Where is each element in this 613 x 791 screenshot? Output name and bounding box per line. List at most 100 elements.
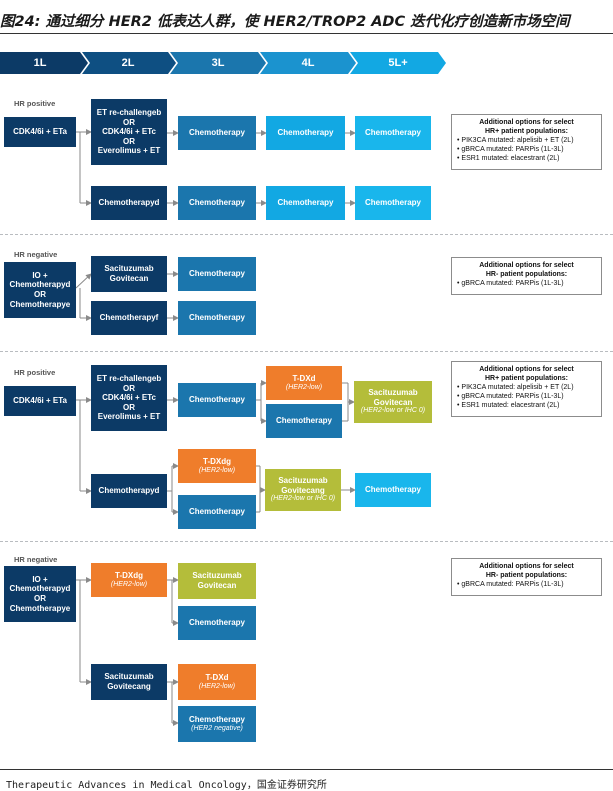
panel-separator bbox=[0, 351, 613, 352]
title-rule bbox=[0, 33, 613, 34]
p3-sg-sub: (HER2-low or IHC 0) bbox=[270, 495, 336, 503]
note-title: HR+ patient populations: bbox=[484, 375, 569, 383]
p2-chemo-text: Chemotherapy bbox=[188, 313, 245, 323]
p3-sg-g-line: Govitecang bbox=[281, 485, 325, 495]
p1-chemo-text: Chemotherapy bbox=[277, 128, 334, 138]
p3-cdk46-et: CDK4/6i + ETa bbox=[4, 386, 76, 416]
p3-sg-g-line: Sacituzumab bbox=[278, 476, 328, 486]
p4-chemo-text: Chemotherapy bbox=[188, 715, 245, 724]
note-line: • gBRCA mutated: PARPis (1L-3L) bbox=[457, 146, 564, 154]
p1-chemo-5l-b: Chemotherapy bbox=[355, 186, 431, 220]
p3-tdxd-text: T-DXd bbox=[292, 374, 316, 383]
p2-sg-line: Sacituzumab bbox=[104, 264, 154, 274]
p3-sg-line: Sacituzumab bbox=[368, 388, 418, 398]
p3-her2-low-text: (HER2-low) bbox=[285, 383, 323, 391]
p4-first-line: IO + bbox=[32, 574, 48, 584]
p3-tdxd-4l: T-DXd (HER2-low) bbox=[266, 366, 342, 400]
p1-chemo-text: Chemotherapy bbox=[188, 198, 245, 208]
p4-sg-g-line: Sacituzumab bbox=[104, 672, 154, 682]
p3-first-text: CDK4/6i + ETa bbox=[13, 396, 67, 406]
header-chevron-1l bbox=[0, 52, 88, 74]
p2-chemo-f-2l: Chemotherapyf bbox=[91, 301, 167, 335]
p2-chemo-text: Chemotherapy bbox=[188, 269, 245, 279]
p3-chemo-text: Chemotherapy bbox=[188, 507, 245, 517]
p4-tdxd-g-text: T-DXdg bbox=[115, 571, 143, 580]
header-chevron-4l bbox=[260, 52, 356, 74]
header-4l: 4L bbox=[301, 57, 315, 69]
p3-chemo-text: Chemotherapy bbox=[364, 485, 421, 495]
p4-sg-g-2l: Sacituzumab Govitecang bbox=[91, 664, 167, 700]
p1-chemo-3l-b: Chemotherapy bbox=[178, 186, 256, 220]
p1-et-line: OR bbox=[123, 117, 135, 127]
p1-cdk46-et: CDK4/6i + ETa bbox=[4, 117, 76, 147]
note-line: • PIK3CA mutated: alpelisib + ET (2L) bbox=[457, 384, 574, 392]
p2-additional-options-note: Additional options for select HR- patien… bbox=[451, 257, 602, 295]
hr-positive-label: HR positive bbox=[14, 99, 56, 108]
p3-sg-g-4l: Sacituzumab Govitecang (HER2-low or IHC … bbox=[265, 469, 341, 511]
p4-her2-low-text: (HER2-low) bbox=[198, 682, 236, 690]
p4-tdxd-3l: T-DXd (HER2-low) bbox=[178, 664, 256, 700]
p4-her2-low-text: (HER2-low) bbox=[110, 580, 148, 588]
p3-et-line: OR bbox=[123, 383, 135, 393]
p3-chemo-3l-b: Chemotherapy bbox=[178, 495, 256, 529]
panel-separator bbox=[0, 541, 613, 542]
p3-et-line: CDK4/6i + ETc bbox=[102, 393, 156, 403]
p1-chemo-text: Chemotherapy bbox=[364, 198, 421, 208]
note-title: HR- patient populations: bbox=[485, 271, 568, 279]
p3-sg-line: Govitecan bbox=[373, 397, 413, 407]
p3-chemo-text: Chemotherapy bbox=[188, 395, 245, 405]
source-note: Therapeutic Advances in Medical Oncology… bbox=[6, 780, 327, 791]
p2-first-line: Chemotherapyd bbox=[9, 280, 71, 290]
hr-negative-label: HR negative bbox=[14, 555, 58, 564]
note-title: Additional options for select bbox=[479, 366, 574, 373]
p4-chemo-3l: Chemotherapy bbox=[178, 606, 256, 640]
p4-tdxd-g-2l: T-DXdg (HER2-low) bbox=[91, 563, 167, 597]
p1-et-line: ET re-challengeb bbox=[96, 108, 162, 118]
hr-positive-label: HR positive bbox=[14, 368, 56, 377]
p3-chemo-5l: Chemotherapy bbox=[355, 473, 431, 507]
header-2l: 2L bbox=[121, 57, 135, 69]
header-3l: 3L bbox=[211, 57, 225, 69]
p4-her2-neg-text: (HER2 negative) bbox=[191, 724, 243, 732]
p1-et-line: CDK4/6i + ETc bbox=[102, 127, 156, 137]
p4-tdxd-text: T-DXd bbox=[205, 673, 229, 682]
p2-chemo-3l-b: Chemotherapy bbox=[178, 301, 256, 335]
p1-additional-options-note: Additional options for select HR+ patien… bbox=[451, 114, 602, 170]
hr-negative-label: HR negative bbox=[14, 250, 58, 259]
note-title: HR- patient populations: bbox=[485, 572, 568, 580]
p3-tdxd-g-text: T-DXdg bbox=[203, 457, 231, 466]
p1-chemo-text: Chemotherapy bbox=[188, 128, 245, 138]
p4-first-line: OR bbox=[34, 594, 46, 603]
note-title: Additional options for select bbox=[479, 262, 574, 269]
p3-sg-5l: Sacituzumab Govitecan (HER2-low or IHC 0… bbox=[354, 381, 432, 423]
p3-et-line: Everolimus + ET bbox=[97, 412, 161, 422]
p2-io-chemo: IO + Chemotherapyd OR Chemotherapye bbox=[4, 262, 76, 318]
figure-title: 图24: 通过细分 HER2 低表达人群，使 HER2/TROP2 ADC 迭代… bbox=[0, 14, 570, 30]
p3-additional-options-note: Additional options for select HR+ patien… bbox=[451, 361, 602, 417]
p1-chemo-d-2l: Chemotherapyd bbox=[91, 186, 167, 220]
header-chevron-3l bbox=[170, 52, 266, 74]
p1-cdk46-et-text: CDK4/6i + ETa bbox=[13, 127, 67, 137]
note-title: HR+ patient populations: bbox=[484, 128, 569, 136]
p3-chemo-d-2l: Chemotherapyd bbox=[91, 474, 167, 508]
header-chevron-5l bbox=[350, 52, 446, 74]
p1-et-rechallenge: ET re-challengeb OR CDK4/6i + ETc OR Eve… bbox=[91, 99, 167, 165]
note-title: Additional options for select bbox=[479, 563, 574, 570]
p2-sg-line: Govitecan bbox=[109, 274, 149, 283]
p4-sg-3l: Sacituzumab Govitecan bbox=[178, 563, 256, 599]
header-chevron-2l bbox=[82, 52, 176, 74]
p3-et-rechallenge: ET re-challengeb OR CDK4/6i + ETc OR Eve… bbox=[91, 365, 167, 431]
p1-chemo-text: Chemotherapy bbox=[364, 128, 421, 138]
p3-chemo-3l: Chemotherapy bbox=[178, 383, 256, 417]
header-1l: 1L bbox=[33, 57, 47, 69]
p4-chemo-her2-neg-3l: Chemotherapy (HER2 negative) bbox=[178, 706, 256, 742]
p3-tdxd-g-3l: T-DXdg (HER2-low) bbox=[178, 449, 256, 483]
p1-chemo-5l: Chemotherapy bbox=[355, 116, 431, 150]
p1-chemo-4l: Chemotherapy bbox=[266, 116, 345, 150]
p4-first-line: Chemotherapye bbox=[9, 603, 71, 613]
header-5l: 5L+ bbox=[388, 57, 408, 69]
p1-chemo-d-text: Chemotherapyd bbox=[98, 198, 160, 208]
note-line: • PIK3CA mutated: alpelisib + ET (2L) bbox=[457, 137, 574, 145]
note-line: • gBRCA mutated: PARPis (1L-3L) bbox=[457, 280, 564, 288]
